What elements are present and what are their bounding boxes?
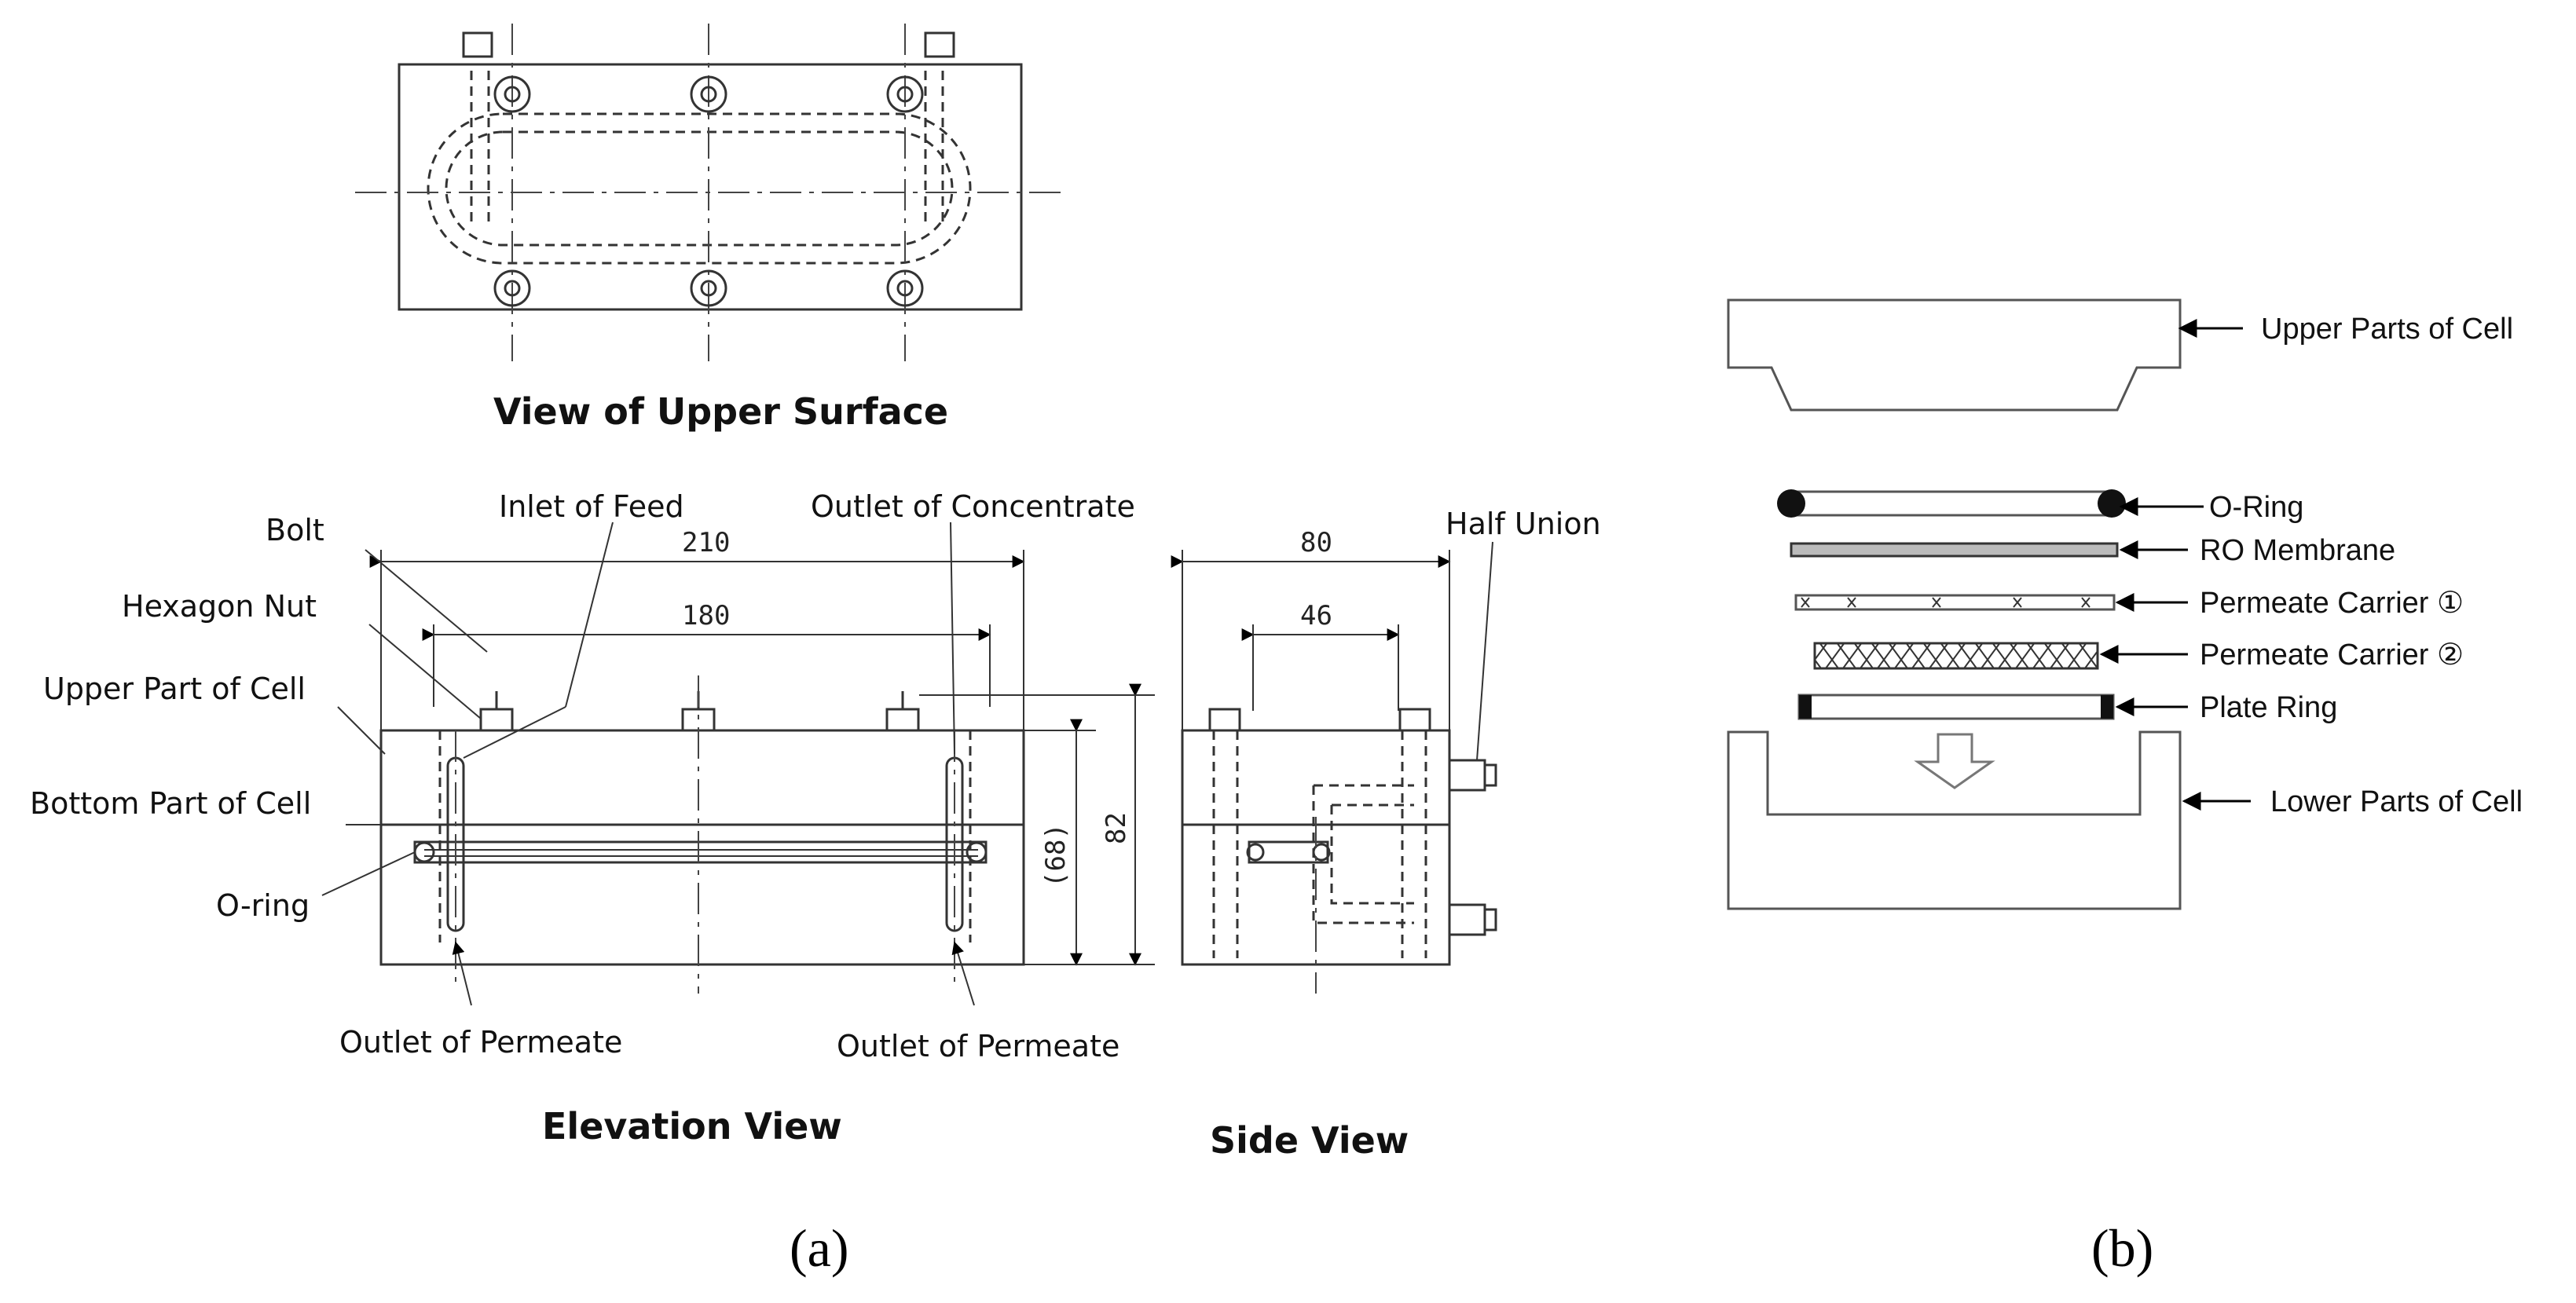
dimension-180: 180 <box>682 600 730 631</box>
bolt-icon <box>886 75 924 113</box>
label-outlet-permeate-right: Outlet of Permeate <box>837 1029 1119 1063</box>
label-outlet-permeate-left: Outlet of Permeate <box>339 1025 622 1060</box>
label-hexagon-nut: Hexagon Nut <box>122 589 317 624</box>
label-lower-parts: Lower Parts of Cell <box>2270 785 2523 818</box>
dimension-68: (68) <box>1040 823 1072 888</box>
label-outlet-concentrate: Outlet of Concentrate <box>811 489 1135 524</box>
label-inlet-feed: Inlet of Feed <box>499 489 684 524</box>
dimension-80: 80 <box>1300 527 1332 558</box>
elevation-view <box>321 522 1155 1006</box>
label-o-ring: O-ring <box>216 888 310 923</box>
title-side: Side View <box>1210 1119 1409 1162</box>
hexagon-nut-icon <box>479 691 514 732</box>
caption-b: (b) <box>2091 1218 2153 1278</box>
label-ro-membrane: RO Membrane <box>2200 534 2395 567</box>
title-upper-surface: View of Upper Surface <box>493 390 948 433</box>
hexagon-nut-icon <box>885 691 920 732</box>
permeate-carrier-2-shape <box>1813 642 2099 670</box>
dimension-82: 82 <box>1101 812 1132 844</box>
label-bottom-part: Bottom Part of Cell <box>30 786 311 821</box>
down-arrow-icon <box>1914 733 1995 789</box>
half-union-icon <box>1448 903 1497 936</box>
half-union-icon <box>1448 759 1497 792</box>
upper-surface-view <box>355 24 1064 361</box>
ro-membrane-shape <box>1790 542 2119 558</box>
title-elevation: Elevation View <box>542 1105 842 1147</box>
hexagon-nut-icon <box>1208 708 1241 732</box>
carrier-1-marks <box>1801 597 2090 608</box>
plate-ring-right <box>2101 695 2113 719</box>
dimension-210: 210 <box>682 527 730 558</box>
o-ring-shape <box>1788 490 2113 517</box>
label-bolt: Bolt <box>266 513 324 547</box>
bolt-icon <box>493 269 531 307</box>
label-upper-part: Upper Part of Cell <box>43 672 306 706</box>
plate-ring-left <box>1799 695 1812 719</box>
permeate-carrier-1-shape <box>1794 594 2116 611</box>
bolt-icon <box>690 269 727 307</box>
side-view <box>1171 541 1497 994</box>
lower-part-shape <box>1727 730 2182 910</box>
exploded-view <box>1727 298 2251 910</box>
label-carrier-2: Permeate Carrier ② <box>2200 639 2464 672</box>
hexagon-nut-icon <box>1398 708 1431 732</box>
bolt-icon <box>886 269 924 307</box>
upper-part-shape <box>1727 298 2182 412</box>
plate-ring-shape <box>1797 694 2115 720</box>
bolt-icon <box>493 75 531 113</box>
bolt-icon <box>690 75 727 113</box>
label-o-ring-b: O-Ring <box>2209 491 2303 524</box>
dimension-46: 46 <box>1300 600 1332 631</box>
label-half-union: Half Union <box>1446 507 1601 541</box>
label-upper-parts: Upper Parts of Cell <box>2261 313 2513 346</box>
o-ring-right-dot <box>2098 489 2126 518</box>
caption-a: (a) <box>790 1218 848 1278</box>
o-ring-left-dot <box>1777 489 1805 518</box>
label-plate-ring: Plate Ring <box>2200 691 2337 724</box>
label-carrier-1: Permeate Carrier ① <box>2200 587 2464 620</box>
